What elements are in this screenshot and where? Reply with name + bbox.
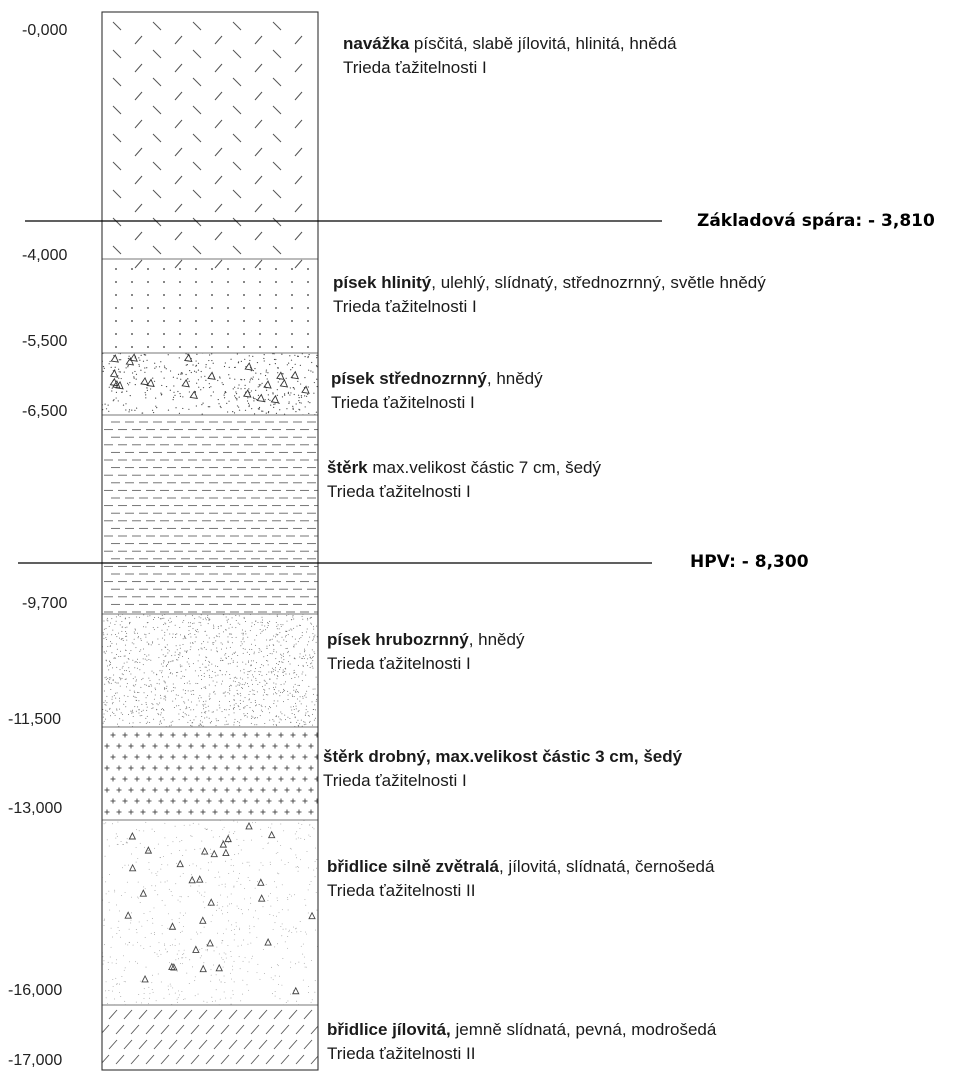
depth-label: -0,000 bbox=[22, 22, 68, 39]
layer-properties: , hnědý bbox=[486, 369, 543, 388]
depth-label: -5,500 bbox=[22, 333, 68, 350]
layer-excavation-class: Trieda ťažitelnosti I bbox=[333, 297, 477, 316]
depth-label: -16,000 bbox=[8, 982, 63, 999]
layer-description: štěrk drobný, max.velikost částic 3 cm, … bbox=[323, 745, 682, 793]
layer-pattern-sand-dots bbox=[115, 268, 309, 348]
layer-description: písek hlinitý, ulehlý, slídnatý, středno… bbox=[333, 271, 766, 319]
layer-description: břidlice silně zvětralá, jílovitá, slídn… bbox=[327, 855, 714, 903]
layer-excavation-class: Trieda ťažitelnosti I bbox=[343, 58, 487, 77]
depth-label: -11,500 bbox=[8, 711, 62, 728]
layer-pattern-stipple bbox=[102, 613, 318, 728]
layer-name: navážka bbox=[343, 34, 410, 53]
layer-properties: , jílovitá, slídnatá, černošedá bbox=[498, 857, 715, 876]
layer-excavation-class: Trieda ťažitelnosti I bbox=[331, 393, 475, 412]
layer-description: písek hrubozrnný, hnědý Trieda ťažitelno… bbox=[327, 628, 524, 676]
layer-name: písek hlinitý bbox=[333, 273, 432, 292]
groundwater-level-label: HPV: - 8,300 bbox=[690, 552, 809, 572]
layer-excavation-class: Trieda ťažitelnosti I bbox=[323, 771, 467, 790]
layer-pattern-weathered bbox=[102, 819, 318, 1006]
layer-properties: , ulehlý, slídnatý, střednozrnný, světle… bbox=[431, 273, 766, 292]
depth-label: -13,000 bbox=[8, 800, 63, 817]
layer-description: břidlice jílovitá, jemně slídnatá, pevná… bbox=[327, 1018, 716, 1066]
layer-pattern-crosses bbox=[104, 732, 318, 815]
layer-pattern-sand-triangles bbox=[102, 352, 318, 416]
foundation-level-label: Základová spára: - 3,810 bbox=[697, 211, 935, 231]
layer-excavation-class: Trieda ťažitelnosti II bbox=[327, 1044, 476, 1063]
depth-label: -4,000 bbox=[22, 247, 68, 264]
layer-pattern-fill bbox=[112, 21, 303, 269]
layer-pattern-dashes bbox=[104, 421, 318, 613]
layer-properties: , hnědý bbox=[468, 630, 525, 649]
layer-properties: max.velikost částic 7 cm, šedý bbox=[367, 458, 601, 477]
layer-excavation-class: Trieda ťažitelnosti I bbox=[327, 482, 471, 501]
layer-description: navážka písčitá, slabě jílovitá, hlinitá… bbox=[343, 32, 677, 80]
layer-description: písek střednozrnný, hnědý Trieda ťažitel… bbox=[331, 367, 543, 415]
layer-name: štěrk drobný, max.velikost částic 3 cm, … bbox=[323, 747, 683, 766]
layer-name: písek střednozrnný bbox=[331, 369, 487, 388]
layer-name: štěrk bbox=[327, 458, 368, 477]
layer-properties: písčitá, slabě jílovitá, hlinitá, hnědá bbox=[409, 34, 677, 53]
layer-excavation-class: Trieda ťažitelnosti II bbox=[327, 881, 476, 900]
layer-name: břidlice silně zvětralá bbox=[327, 857, 499, 876]
depth-label: -17,000 bbox=[8, 1052, 63, 1069]
depth-label: -6,500 bbox=[22, 403, 68, 420]
depth-label: -9,700 bbox=[22, 595, 68, 612]
layer-name: břidlice jílovitá, bbox=[327, 1020, 451, 1039]
layer-pattern-clay-slashes bbox=[102, 1009, 318, 1070]
column-outline bbox=[101, 11, 319, 1071]
layer-properties: jemně slídnatá, pevná, modrošedá bbox=[450, 1020, 717, 1039]
layer-description: štěrk max.velikost částic 7 cm, šedý Tri… bbox=[327, 456, 601, 504]
layer-excavation-class: Trieda ťažitelnosti I bbox=[327, 654, 471, 673]
layer-name: písek hrubozrnný bbox=[327, 630, 469, 649]
